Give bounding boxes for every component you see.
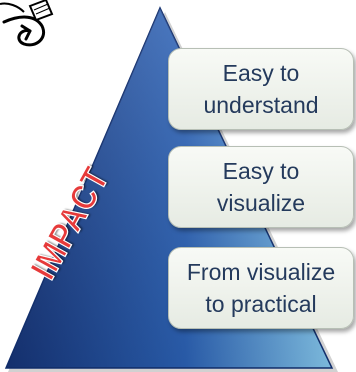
level-text-2: Easy to visualize	[216, 158, 306, 216]
curly-arrow-ribbon-icon	[0, 0, 54, 47]
level-box-3: From visualize to practical	[168, 247, 354, 329]
level-text-3: From visualize to practical	[186, 259, 336, 317]
level-text-1: Easy to understand	[203, 60, 319, 118]
level-box-1: Easy to understand	[168, 48, 354, 130]
level-box-2: Easy to visualize	[168, 146, 354, 228]
